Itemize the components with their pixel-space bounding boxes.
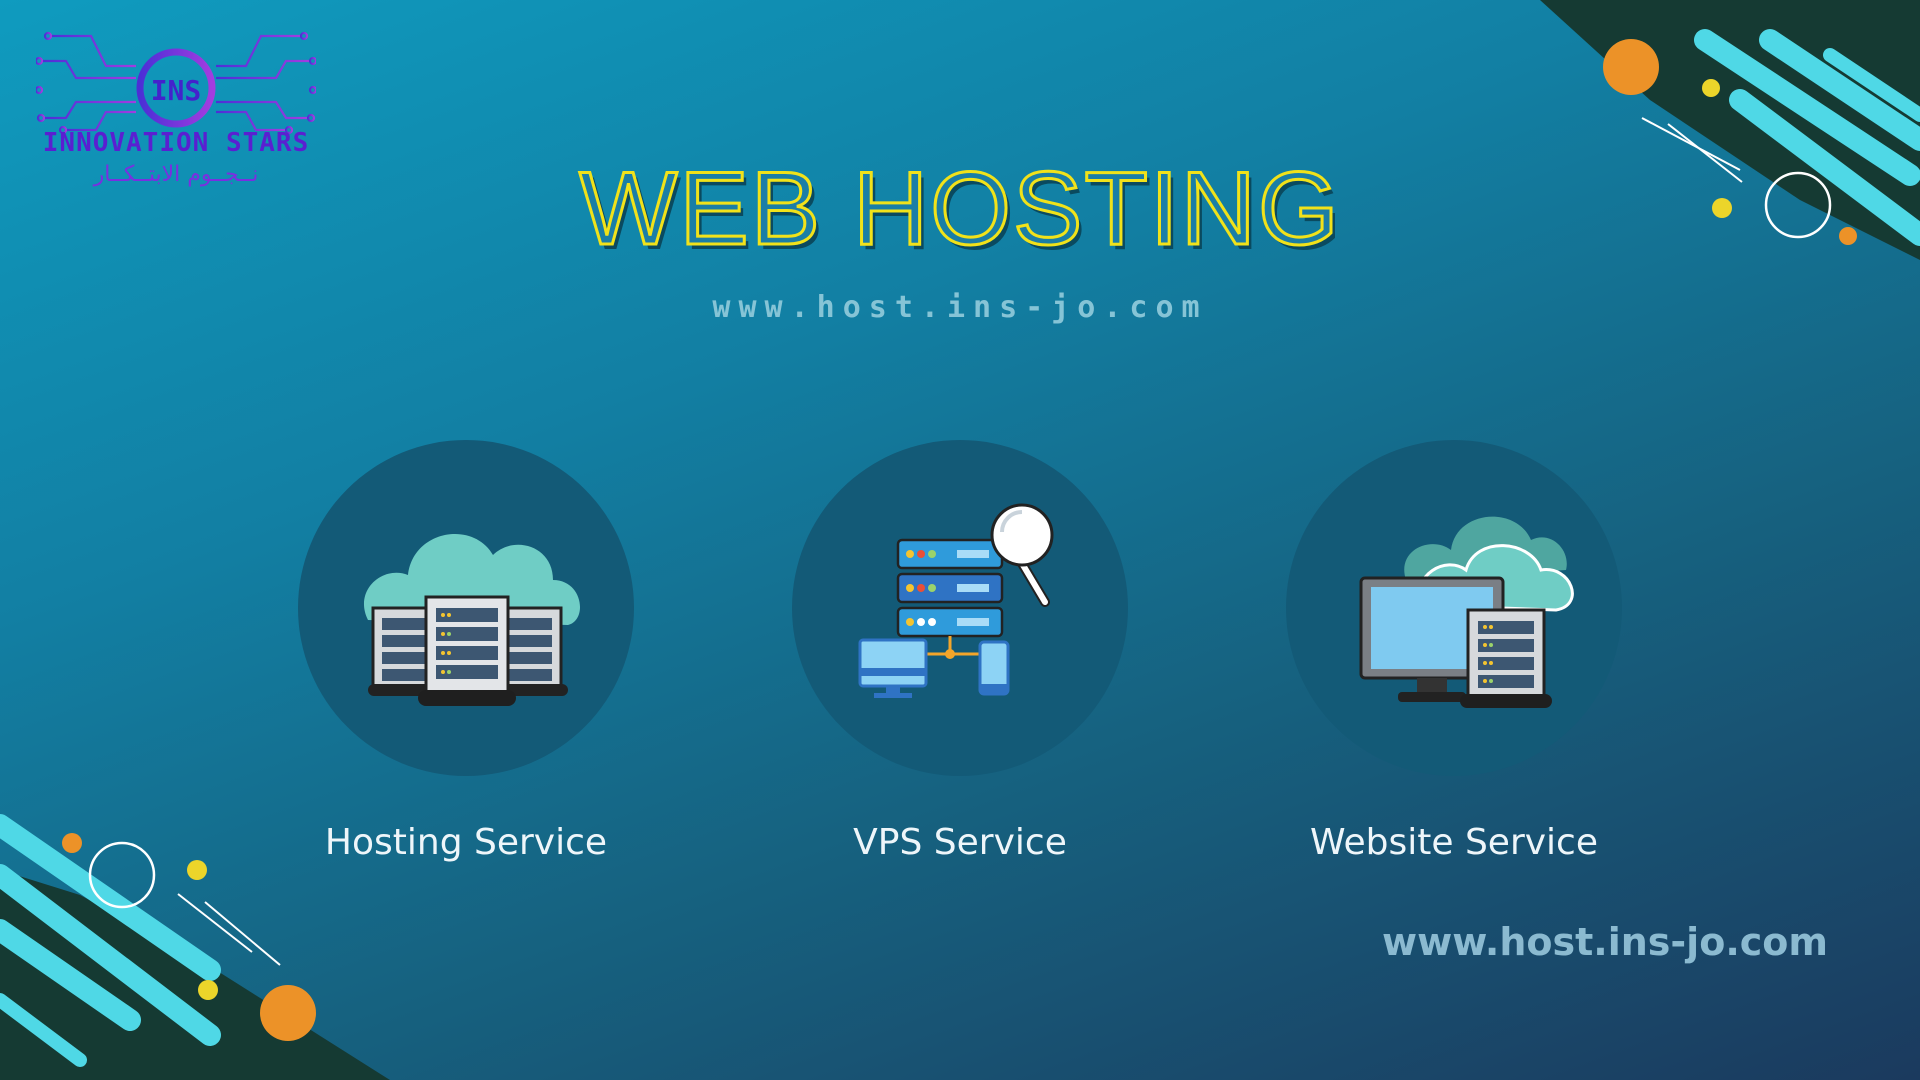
website-service-label: Website Service [1310,822,1598,863]
website-url-top[interactable]: www.host.ins-jo.com [712,290,1208,325]
server-magnifier-network-icon [858,503,1054,698]
brand-logo[interactable]: INS INNOVATION STARS نــجــوم الابتــكــ… [36,26,316,196]
hosting-service-label: Hosting Service [324,822,608,863]
logo-name: INNOVATION STARS [42,128,310,158]
monitor-cloud-server-icon [1359,516,1574,708]
vps-service-label: VPS Service [853,822,1067,863]
logo-arabic-name: نــجــوم الابتــكــار [93,162,259,187]
vps-service-card[interactable] [792,440,1128,776]
hosting-service-card[interactable] [298,440,634,776]
corner-decoration-bottom-left [0,814,390,1080]
website-url-bottom[interactable]: www.host.ins-jo.com [1382,920,1828,964]
cloud-server-rack-icon [363,533,580,706]
website-service-card[interactable] [1286,440,1622,776]
page-title: WEB HOSTING [578,150,1341,269]
corner-decoration-top-right [1540,0,1920,260]
logo-monogram: INS [150,74,202,107]
circuit-logo-icon [36,31,316,135]
